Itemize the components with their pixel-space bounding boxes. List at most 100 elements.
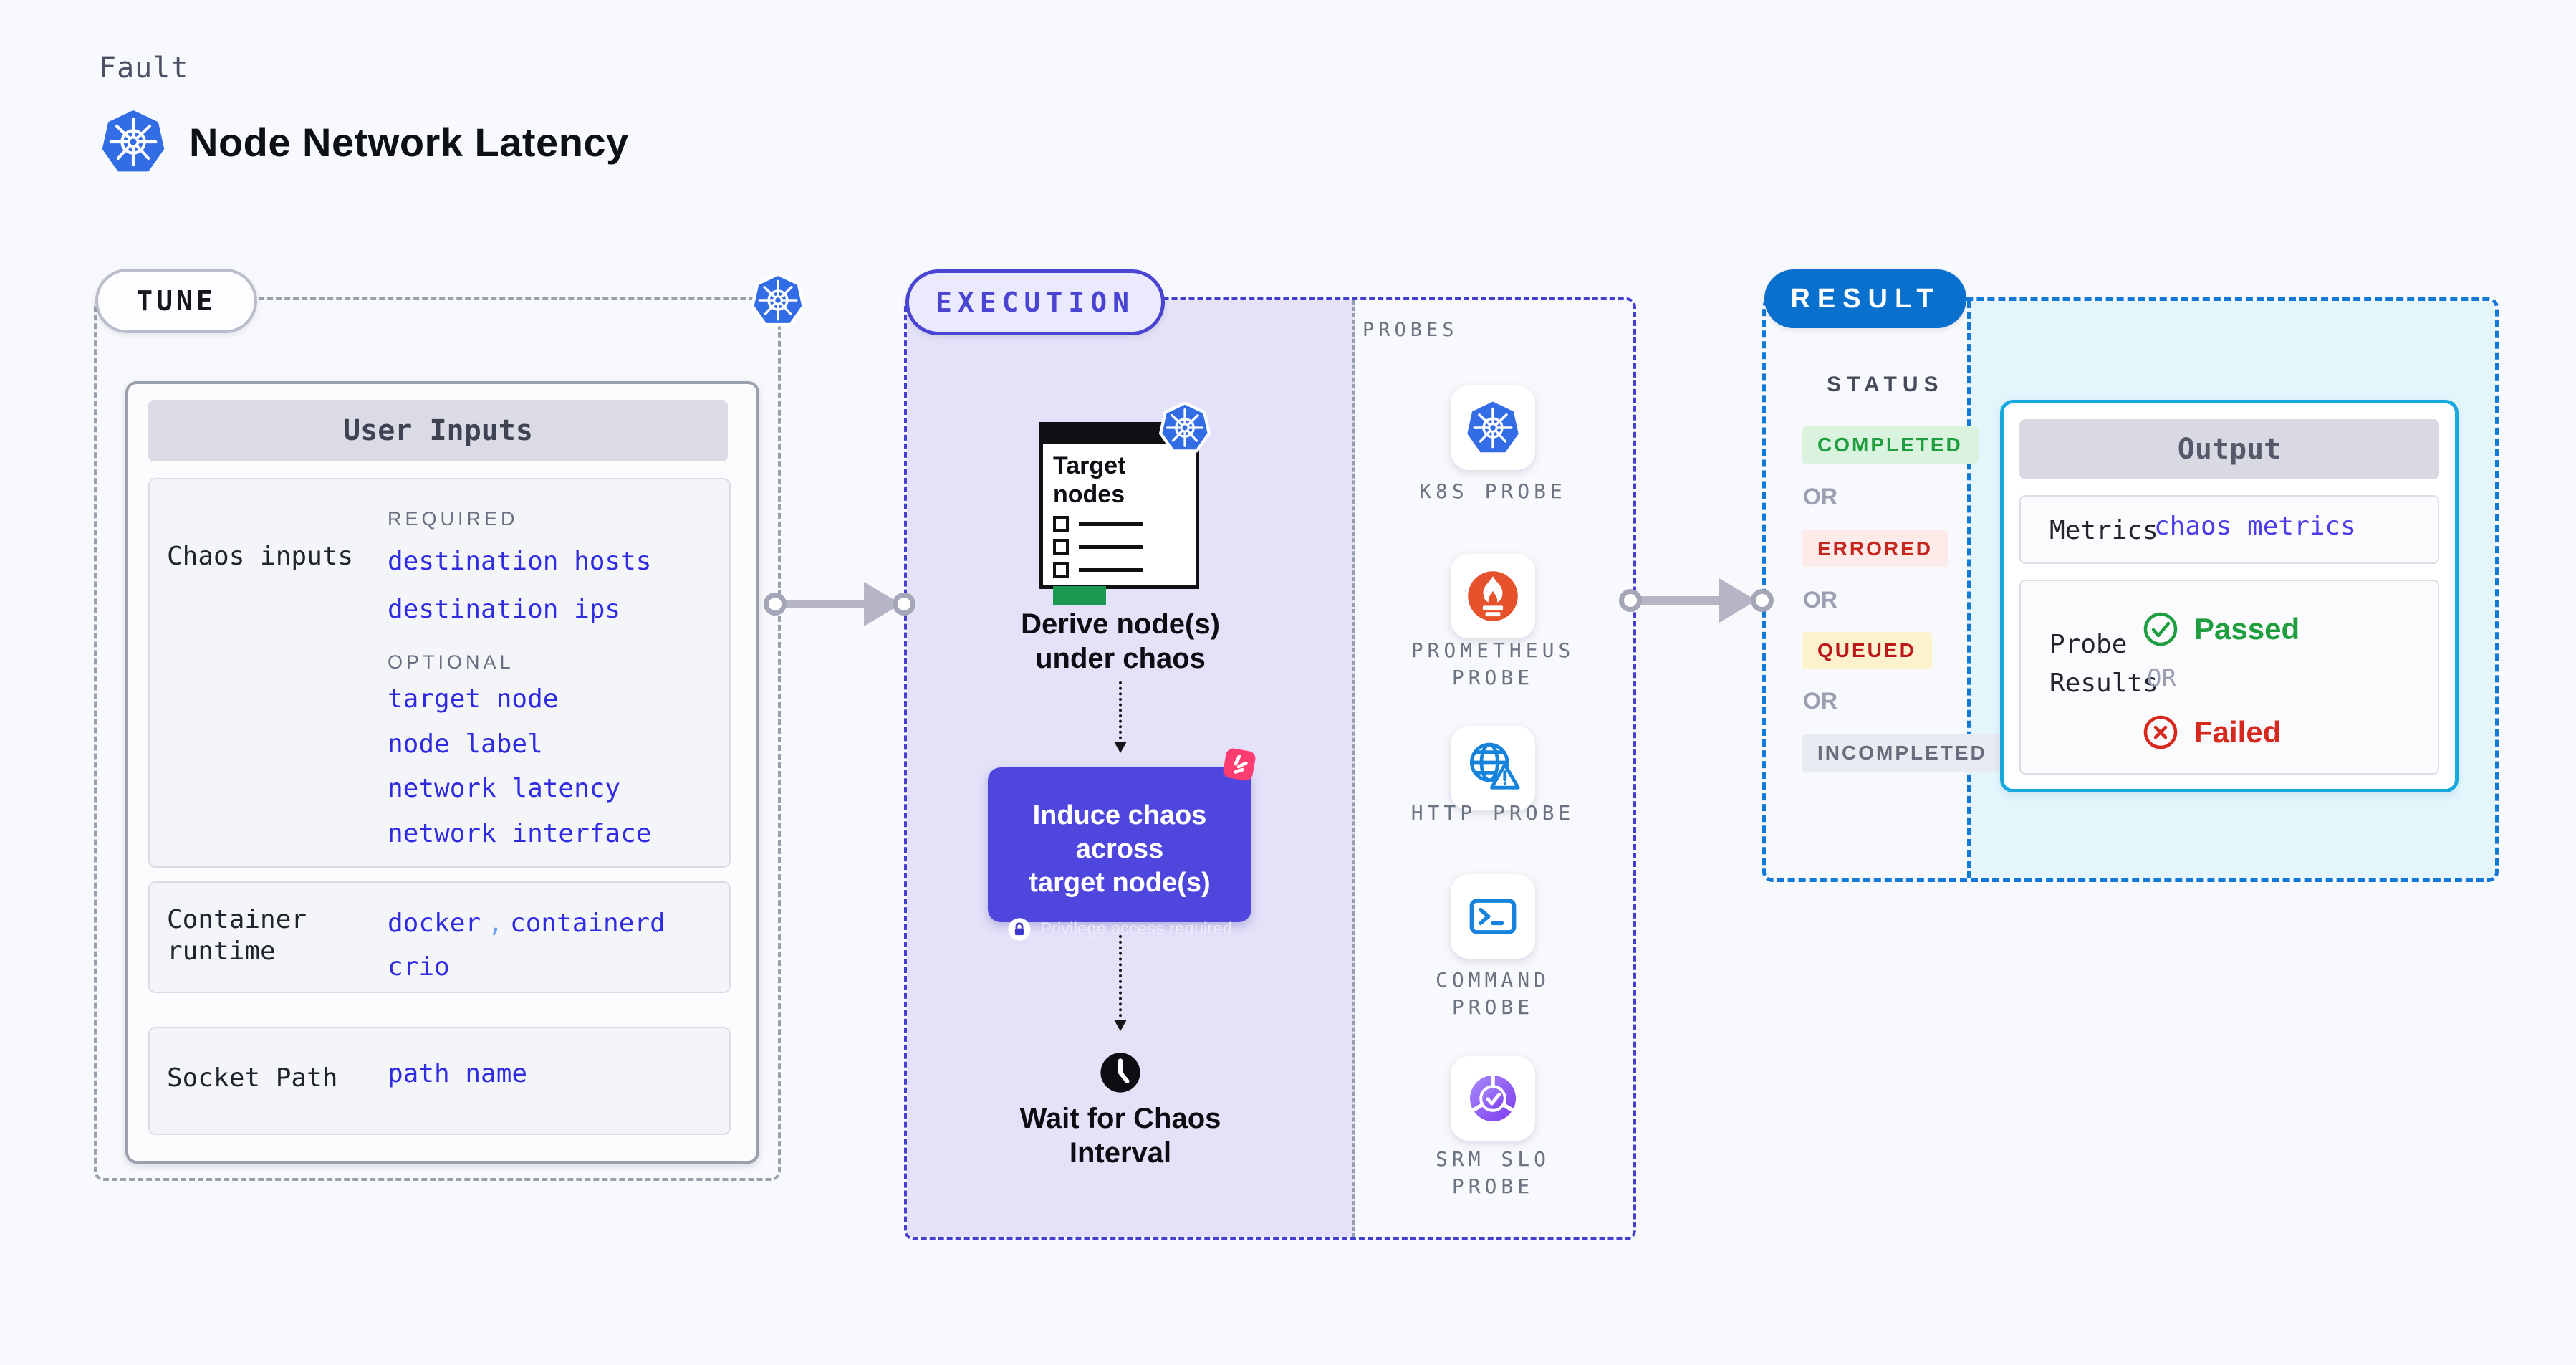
metrics-value-link[interactable]: chaos metrics	[2154, 512, 2356, 541]
page-title: Node Network Latency	[189, 119, 629, 165]
failed-verdict: Failed	[2143, 714, 2281, 750]
tune-pill: TUNE	[95, 269, 257, 333]
kubernetes-icon	[100, 109, 166, 175]
kubernetes-icon	[1466, 401, 1520, 455]
or-separator: OR	[2147, 664, 2176, 693]
probe-label: COMMAND PROBE	[1435, 968, 1550, 1019]
failed-label: Failed	[2194, 715, 2282, 749]
flow-arrow-shaft	[781, 600, 865, 608]
probe-label: SRM SLO PROBE	[1435, 1147, 1550, 1198]
check-circle-icon	[2143, 611, 2178, 647]
slo-donut-check-icon	[1464, 1070, 1522, 1127]
page-title-row: Node Network Latency	[100, 109, 629, 175]
clock-icon	[1099, 1051, 1142, 1094]
probe-results-label: Probe Results	[2049, 630, 2158, 698]
node-checkbox-row	[1053, 516, 1196, 532]
checkbox-icon	[1053, 539, 1069, 555]
runtime-value-containerd[interactable]: containerd	[510, 909, 665, 938]
user-inputs-header: User Inputs	[148, 400, 728, 461]
prometheus-probe-card	[1451, 554, 1535, 638]
tune-panel: TUNE User Inputs Chaos inputs REQUIRED d…	[94, 269, 781, 1181]
http-probe-card	[1451, 726, 1535, 810]
chaos-inputs-section: Chaos inputs REQUIRED destination hosts …	[148, 478, 731, 868]
litmus-chaos-icon	[1221, 746, 1258, 783]
green-progress-bar	[1053, 586, 1106, 605]
probe-label: HTTP PROBE	[1410, 801, 1575, 825]
or-separator: OR	[1803, 484, 1837, 509]
node-checkbox-row	[1053, 539, 1196, 555]
connector-dot	[1619, 589, 1642, 612]
passed-label: Passed	[2194, 612, 2300, 646]
kubernetes-icon	[751, 273, 805, 327]
container-runtime-section: Container runtime docker , containerd cr…	[148, 881, 731, 993]
chaos-inputs-label: Chaos inputs	[167, 542, 354, 571]
output-card: Output Metrics chaos metrics Probe Resul…	[2000, 400, 2459, 792]
runtime-value-crio[interactable]: crio	[388, 952, 450, 982]
or-separator: OR	[1803, 587, 1837, 613]
connector-dot	[1751, 589, 1774, 612]
fault-eyebrow: Fault	[99, 52, 189, 85]
checkbox-icon	[1053, 516, 1069, 532]
line	[1079, 522, 1143, 526]
kubernetes-icon	[1159, 402, 1211, 454]
input-link-destination-ips[interactable]: destination ips	[388, 595, 621, 624]
target-nodes-illustration: Target nodes	[1039, 422, 1199, 605]
metrics-row: Metrics chaos metrics	[2019, 495, 2439, 564]
probes-column: K8S PROBE PROMETHEUS PROBE HTTP PROBE CO…	[1352, 300, 1633, 1237]
checkbox-icon	[1053, 562, 1069, 578]
probes-heading: PROBES	[1363, 319, 1458, 341]
socket-path-section: Socket Path path name	[148, 1027, 731, 1135]
input-link-target-node[interactable]: target node	[388, 684, 559, 714]
terminal-icon	[1465, 889, 1521, 944]
optional-heading: OPTIONAL	[388, 651, 514, 673]
status-heading: STATUS	[1827, 373, 1944, 396]
required-heading: REQUIRED	[388, 508, 519, 530]
result-panel: RESULT STATUS COMPLETED OR ERRORED OR QU…	[1762, 269, 2499, 882]
privilege-note-row: Privilege access required	[988, 917, 1251, 942]
runtime-comma: ,	[487, 909, 504, 938]
flow-arrow-head	[1719, 578, 1756, 623]
probe-results-row: Probe Results Passed OR Failed	[2019, 580, 2439, 775]
metrics-label: Metrics	[2049, 516, 2158, 545]
result-pill: RESULT	[1764, 269, 1966, 328]
execution-pill: EXECUTION	[905, 269, 1165, 335]
or-separator: OR	[1803, 688, 1837, 714]
socket-path-label: Socket Path	[167, 1063, 338, 1093]
output-header: Output	[2019, 419, 2439, 479]
prometheus-icon	[1466, 570, 1519, 623]
probe-label: PROMETHEUS PROBE	[1410, 638, 1575, 689]
command-probe-card	[1451, 874, 1535, 959]
input-link-network-interface[interactable]: network interface	[388, 819, 652, 848]
derive-nodes-step: Derive node(s)under chaos	[1021, 608, 1220, 674]
globe-warning-icon	[1464, 739, 1522, 797]
down-arrow	[1114, 681, 1127, 753]
input-link-network-latency[interactable]: network latency	[388, 774, 621, 803]
status-badge-completed: COMPLETED	[1802, 426, 1979, 464]
srm-slo-probe-card	[1451, 1056, 1535, 1141]
execution-panel: EXECUTION PROBES Target nodes Derive nod…	[904, 269, 1636, 1240]
container-runtime-label: Container runtime	[167, 905, 307, 966]
input-link-destination-hosts[interactable]: destination hosts	[388, 547, 652, 576]
runtime-values-line1: docker , containerd	[388, 909, 665, 938]
user-inputs-card: User Inputs Chaos inputs REQUIRED destin…	[125, 381, 759, 1164]
input-link-node-label[interactable]: node label	[388, 729, 543, 759]
privilege-note: Privilege access required	[1039, 919, 1233, 939]
k8s-probe-card	[1451, 385, 1535, 470]
probe-label: K8S PROBE	[1419, 479, 1567, 503]
node-checkbox-row	[1053, 562, 1196, 578]
connector-dot	[764, 593, 787, 616]
line	[1079, 567, 1143, 572]
passed-verdict: Passed	[2143, 611, 2299, 647]
down-arrow	[1114, 935, 1127, 1031]
status-badge-errored: ERRORED	[1802, 530, 1949, 567]
runtime-value-docker[interactable]: docker	[388, 909, 481, 938]
socket-path-value[interactable]: path name	[388, 1059, 528, 1088]
status-badge-queued: QUEUED	[1802, 632, 1932, 669]
line	[1079, 545, 1143, 549]
flow-arrow-shaft	[1636, 596, 1721, 605]
lock-icon	[1007, 917, 1032, 942]
